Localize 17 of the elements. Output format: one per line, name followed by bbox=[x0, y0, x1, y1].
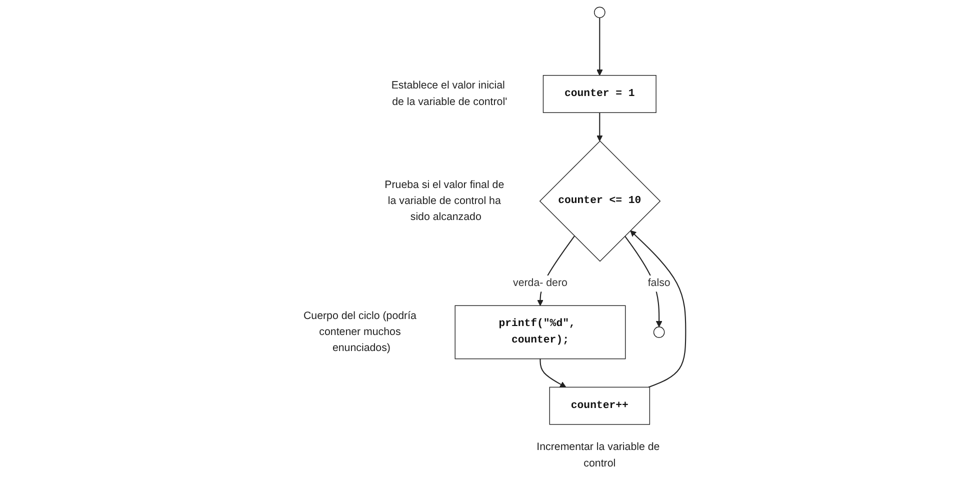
arrow bbox=[624, 236, 662, 328]
node-diamond: counter <= 10 bbox=[539, 140, 661, 262]
node-circle bbox=[653, 326, 665, 338]
node-box: counter = 1 bbox=[542, 75, 656, 113]
arrow bbox=[596, 112, 603, 142]
node-circle bbox=[594, 6, 606, 18]
edge-label: verda- dero bbox=[513, 276, 568, 289]
node-box: printf("%d", counter); bbox=[454, 305, 626, 360]
arrow bbox=[596, 18, 603, 76]
node-label: Prueba si el valor final de la variable de control ha sido alcanzado bbox=[384, 178, 504, 223]
node-label: Cuerpo del ciclo (podría contener muchos enunciados) bbox=[303, 310, 416, 354]
node-box: counter++ bbox=[549, 386, 650, 425]
node-label: Incrementar la variable de control bbox=[536, 440, 660, 469]
edge-label: falso bbox=[648, 276, 670, 289]
node-label: Establece el valor inicial de la variable de control' bbox=[391, 79, 508, 108]
arrow bbox=[540, 358, 566, 388]
arrow bbox=[630, 230, 686, 388]
